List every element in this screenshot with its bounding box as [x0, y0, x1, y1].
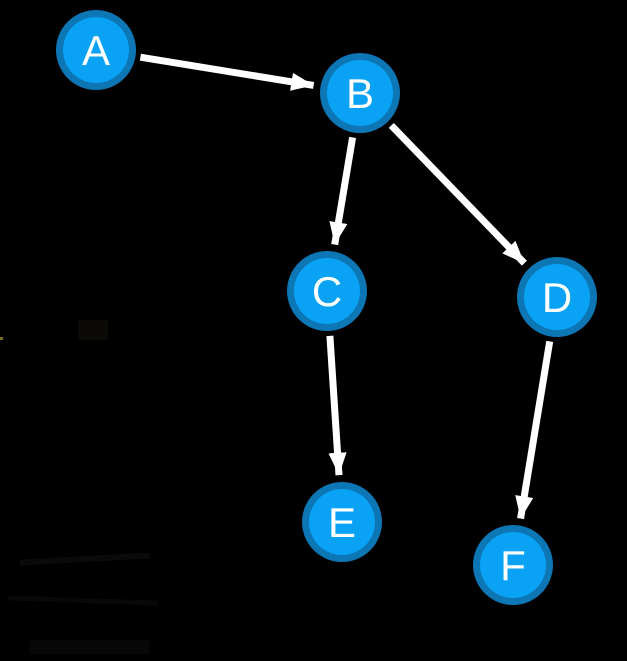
node-D[interactable]: D [517, 257, 597, 337]
node-B[interactable]: B [320, 53, 400, 133]
node-body [480, 532, 546, 598]
node-body [63, 17, 129, 83]
node-A[interactable]: A [56, 10, 136, 90]
edge-A-B [139, 53, 315, 91]
node-body [327, 60, 393, 126]
node-E[interactable]: E [302, 482, 382, 562]
node-F[interactable]: F [473, 525, 553, 605]
edge-C-E [326, 335, 347, 476]
node-body [524, 264, 590, 330]
edge-B-C [329, 136, 357, 246]
node-C[interactable]: C [287, 251, 367, 331]
node-body [294, 258, 360, 324]
edge-B-D [388, 122, 527, 266]
node-body [309, 489, 375, 555]
edge-D-F [515, 340, 554, 520]
